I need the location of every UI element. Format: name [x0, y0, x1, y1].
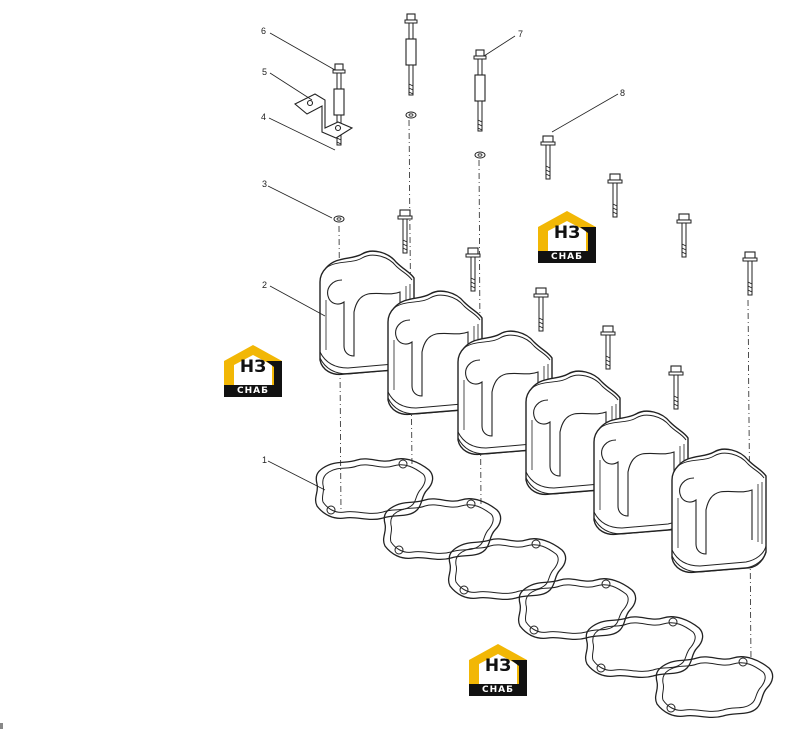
- stud-group: [332, 13, 487, 146]
- callout-5: 5: [262, 67, 268, 77]
- logo-letters: НЗ: [239, 357, 267, 377]
- callout-2: 2: [262, 280, 268, 290]
- watermark-logo: НЗ СНАБ: [467, 642, 529, 698]
- logo-band: СНАБ: [538, 251, 596, 263]
- bracket: [294, 93, 354, 139]
- house-logo-icon: [469, 644, 527, 684]
- callout-7: 7: [518, 29, 524, 39]
- logo-band: СНАБ: [224, 385, 282, 397]
- callout-4: 4: [261, 112, 267, 122]
- logo-letters: НЗ: [484, 656, 512, 676]
- callout-8: 8: [620, 88, 626, 98]
- logo-band: СНАБ: [469, 684, 527, 696]
- house-logo-icon: [224, 345, 282, 385]
- washer-group: [333, 111, 486, 223]
- house-logo-icon: [538, 211, 596, 251]
- callout-3: 3: [262, 179, 268, 189]
- logo-letters: НЗ: [553, 223, 581, 243]
- corner-mark: [0, 723, 3, 729]
- callout-1: 1: [262, 455, 268, 465]
- leader-lines: [267, 32, 619, 491]
- callout-6: 6: [261, 26, 267, 36]
- watermark-logo: НЗ СНАБ: [536, 209, 598, 265]
- watermark-logo: НЗ СНАБ: [222, 343, 284, 399]
